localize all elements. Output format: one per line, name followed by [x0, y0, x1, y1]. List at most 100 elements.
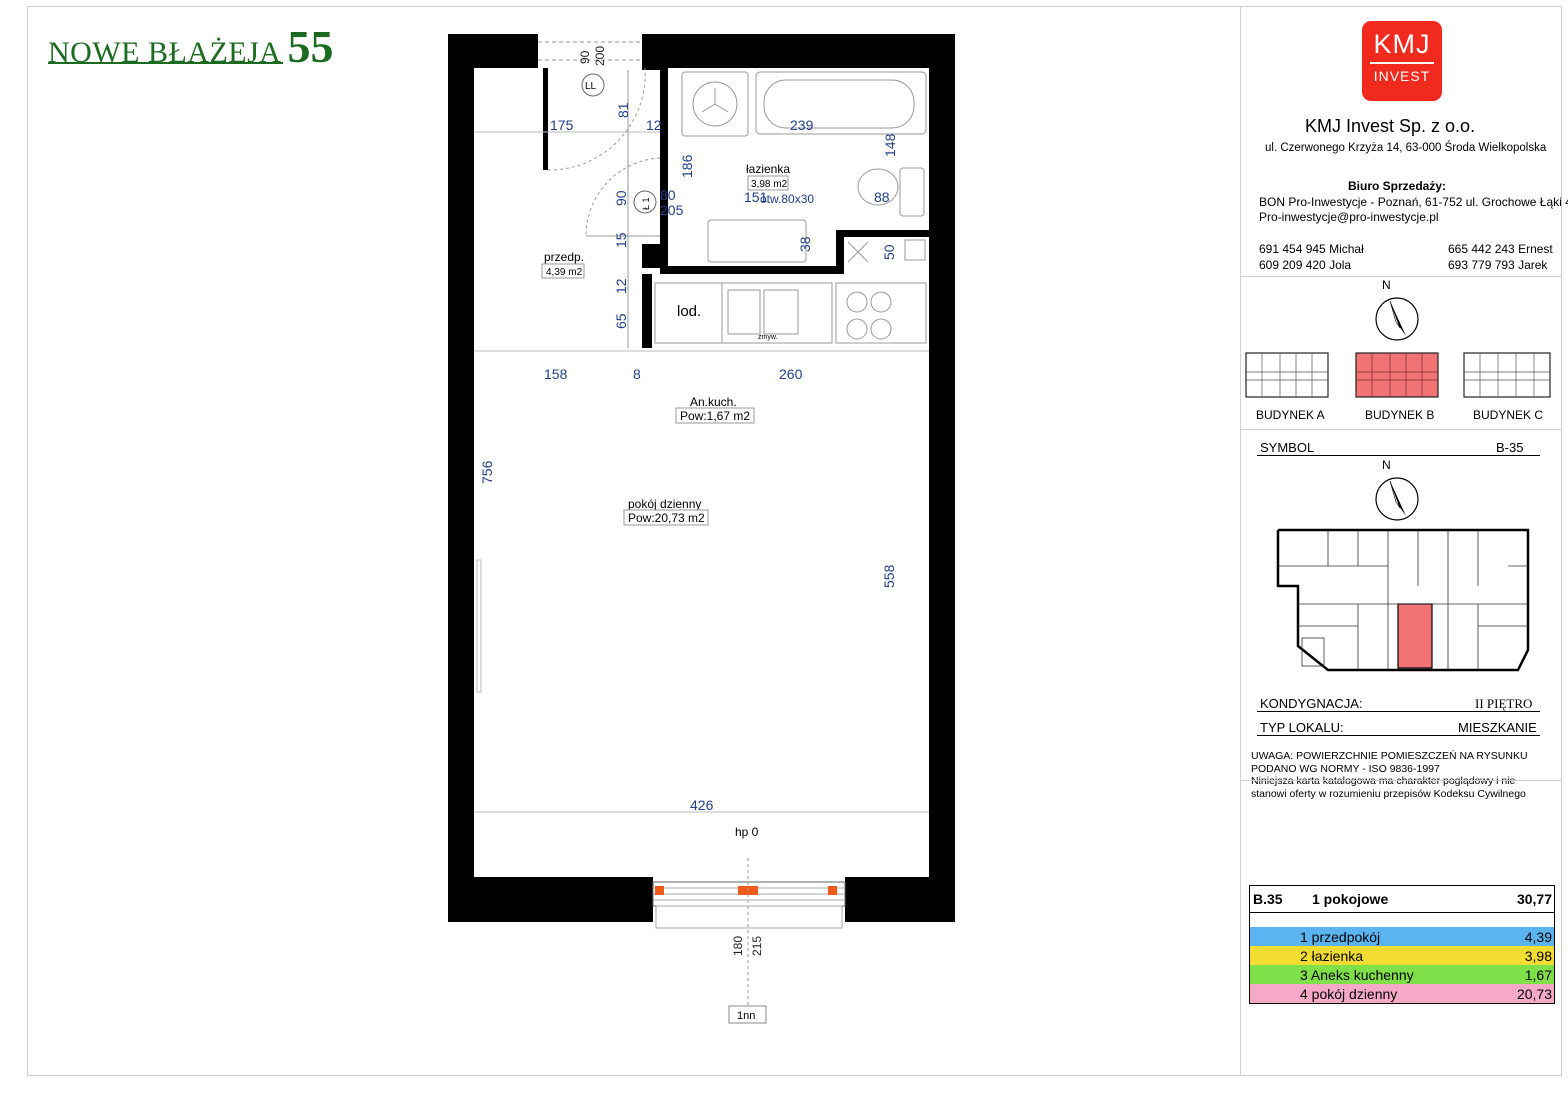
company-logo: KMJ INVEST [1362, 21, 1442, 101]
bathroom-area: 3,98 m2 [751, 179, 788, 190]
floor-plan: 175 81 12 239 148 186 90 80 205 151 88 1… [448, 34, 955, 1024]
dim-200-top: 200 [593, 46, 607, 66]
phone-jarek: 693 779 793 Jarek [1448, 258, 1548, 272]
dim-12: 12 [646, 117, 662, 133]
wall-bottom-left [448, 877, 653, 922]
dim-50: 50 [881, 244, 897, 260]
building-a-label: BUDYNEK A [1256, 408, 1325, 422]
pillar-mid [642, 244, 668, 268]
guide-lines [474, 41, 929, 813]
compass-north-label: N [1382, 278, 1391, 292]
phone-ernest: 665 442 243 Ernest [1448, 242, 1553, 256]
dim-215-bottom: 215 [750, 936, 764, 956]
living-room-area: Pow:20,73 m2 [628, 511, 705, 525]
hp-label: hp 0 [735, 825, 759, 839]
dim-756: 756 [479, 460, 495, 484]
kitchen-name: An.kuch. [690, 395, 737, 409]
dim-88: 88 [874, 189, 890, 205]
company-address: ul. Czerwonego Krzyża 14, 63-000 Środa W… [1265, 142, 1547, 154]
hall-area: 4,39 m2 [546, 267, 583, 278]
dim-260: 260 [779, 366, 803, 382]
area-row-living-label: 4 pokój dzienny [1300, 985, 1398, 1002]
note-line-4: stanowi oferty w rozumieniu przepisów Ko… [1251, 787, 1526, 800]
kitchen-area: Pow:1,67 m2 [680, 409, 750, 423]
marker-nn-box [728, 1005, 767, 1024]
dim-15: 15 [613, 232, 629, 248]
symbol-label: SYMBOL [1260, 440, 1315, 455]
marker-l1 [633, 190, 657, 214]
walls [448, 34, 955, 922]
dim-558: 558 [881, 564, 897, 588]
floor-key-plan [1276, 528, 1530, 672]
area-row-kitchen-value: 1,67 [1524, 966, 1552, 983]
dim-158: 158 [544, 366, 568, 382]
dim-426: 426 [690, 797, 714, 813]
marker-ll-label: LL [585, 81, 597, 92]
marker-ll [581, 73, 605, 97]
unit-total-area: 30,77 [1516, 891, 1552, 907]
area-row-living-value: 20,73 [1516, 985, 1552, 1002]
wall-bath-bottom [660, 266, 836, 274]
company-name: KMJ Invest Sp. z o.o. [1305, 116, 1476, 136]
area-row-kitchen-label: 3 Aneks kuchenny [1300, 966, 1414, 983]
dim-8: 8 [633, 366, 641, 382]
washbasin [707, 219, 807, 263]
building-b-label: BUDYNEK B [1365, 408, 1435, 422]
wall-right [929, 34, 955, 922]
area-row-hall-label: 1 przedpokój [1300, 928, 1381, 945]
dim-38: 38 [797, 236, 813, 252]
logo-bottom-text: INVEST [1373, 67, 1431, 84]
unit-type-label: TYP LOKALU: [1260, 720, 1344, 735]
bathroom-fixtures [681, 71, 927, 263]
cooktop [835, 282, 927, 344]
dim-205: 205 [660, 202, 684, 218]
area-row-bathroom: 2 łazienka 3,98 [1250, 946, 1554, 965]
building-b-thumbnail [1355, 352, 1439, 398]
area-table: B.35 1 pokojowe 30,77 1 przedpokój 4,39 … [1249, 885, 1555, 1004]
area-row-hall: 1 przedpokój 4,39 [1250, 927, 1554, 946]
dim-81: 81 [615, 102, 631, 118]
dim-239: 239 [790, 117, 814, 133]
unit-type-underline [1257, 735, 1540, 736]
bathtub [755, 71, 927, 135]
fridge-label: lod. [677, 303, 701, 320]
building-c-thumbnail [1463, 352, 1551, 398]
door-leaf-entry [543, 68, 548, 170]
sales-office-title: Biuro Sprzedaży: [1348, 179, 1447, 193]
dim-148: 148 [882, 133, 898, 157]
compass-icon-2: N [1375, 458, 1419, 521]
note-line-2: PODANO WG NORMY - ISO 9836-1997 [1251, 762, 1440, 775]
project-title-number: 55 [287, 21, 334, 72]
separator-2 [1241, 429, 1562, 430]
building-c-label: BUDYNEK C [1473, 408, 1544, 422]
dim-80: 80 [660, 187, 676, 203]
balcony-window [652, 858, 846, 1012]
note-line-3: Niniejsza karta katalogowa ma charakter … [1251, 775, 1516, 787]
wall-bath-left [660, 68, 668, 268]
compass-north-label-2: N [1382, 458, 1391, 472]
logo-top-text: KMJ [1373, 29, 1431, 59]
area-row-living: 4 pokój dzienny 20,73 [1250, 984, 1554, 1003]
sidebar-divider [1240, 6, 1241, 1076]
bathroom-opening: otw.80x30 [760, 192, 814, 206]
sales-office-address: BON Pro-Inwestycje - Poznań, 61-752 ul. … [1259, 195, 1568, 209]
area-table-header: B.35 1 pokojowe 30,77 [1250, 886, 1554, 913]
page-frame [27, 6, 1562, 1076]
table-gap [1250, 913, 1554, 927]
area-row-hall-value: 4,39 [1524, 928, 1552, 945]
dim-186: 186 [679, 154, 695, 178]
wall-bottom-right [845, 877, 955, 922]
phone-jola: 609 209 420 Jola [1259, 258, 1352, 272]
dim-175: 175 [550, 117, 574, 133]
area-row-kitchen: 3 Aneks kuchenny 1,67 [1250, 965, 1554, 984]
separator-3 [1241, 780, 1562, 781]
dim-12b: 12 [613, 278, 629, 294]
compass-icon: N [1375, 278, 1419, 341]
wall-top-right [642, 34, 955, 68]
building-a-thumbnail [1245, 352, 1329, 398]
area-row-bathroom-value: 3,98 [1524, 947, 1552, 964]
dim-180-bottom: 180 [731, 936, 745, 956]
note-line-1: UWAGA: POWIERZCHNIE POMIESZCZEŃ NA RYSUN… [1251, 750, 1528, 762]
dimension-labels: 175 81 12 239 148 186 90 80 205 151 88 1… [479, 102, 898, 813]
nn-label: 1nn [737, 1010, 755, 1022]
